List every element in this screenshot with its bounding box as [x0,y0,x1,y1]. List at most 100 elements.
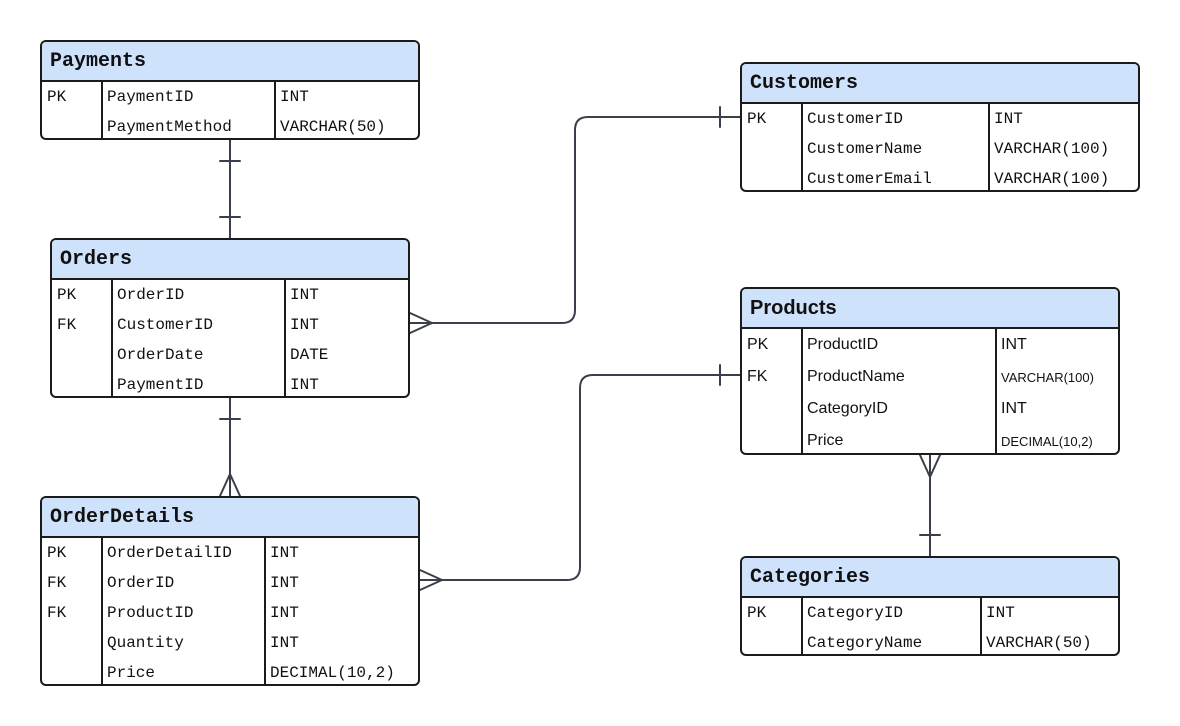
entity-row: FK OrderID INT [42,568,418,598]
column-name-cell: OrderDetailID [107,544,232,562]
column-type-cell: INT [280,88,309,106]
column-divider [801,329,803,453]
key-cell [52,370,112,396]
column-type-cell: INT [270,634,299,652]
key-cell: PK [47,88,67,106]
column-type-cell: DATE [290,346,329,364]
column-type-cell: INT [270,574,299,592]
key-cell: PK [747,604,767,622]
rel-products-orderdetails [419,364,741,591]
entity-row: Price DECIMAL(10,2) [42,658,418,684]
entity-row: PK CustomerID INT [742,104,1138,134]
entity-orders: Orders PK OrderID INT FK CustomerID INT OrderD… [50,238,410,398]
column-name-cell: CustomerEmail [807,170,932,188]
rel-customers-orders [409,106,741,334]
entity-title: OrderDetails [42,498,418,538]
column-name-cell: Price [107,664,156,682]
key-cell [742,393,802,425]
key-cell [742,134,802,164]
column-type-cell: DECIMAL(10,2) [1001,433,1093,449]
entity-row: OrderDate DATE [52,340,408,370]
column-name-cell: CustomerID [807,110,904,128]
key-cell: PK [47,544,67,562]
entity-row: CustomerName VARCHAR(100) [742,134,1138,164]
column-name-cell: Quantity [107,634,184,652]
entity-title: Orders [52,240,408,280]
column-name-cell: ProductID [807,336,879,353]
column-type-cell: INT [994,110,1023,128]
entity-row: FK ProductName VARCHAR(100) [742,361,1118,393]
column-type-cell: VARCHAR(50) [280,118,386,136]
column-divider [264,538,266,684]
column-divider [284,280,286,396]
column-name-cell: OrderDate [117,346,204,364]
column-type-cell: VARCHAR(100) [1001,369,1094,385]
column-type-cell: VARCHAR(100) [994,170,1110,188]
column-type-cell: VARCHAR(50) [986,634,1092,652]
entity-row: PK ProductID INT [742,329,1118,361]
entity-row: PK CategoryID INT [742,598,1118,628]
entity-title: Customers [742,64,1138,104]
column-divider [101,82,103,138]
column-name-cell: CustomerName [807,140,923,158]
column-type-cell: INT [290,376,319,394]
entity-orderdetails: OrderDetails PK OrderDetailID INT FK OrderID… [40,496,420,686]
rel-orders-orderdetails [219,397,241,497]
column-name-cell: OrderID [107,574,175,592]
key-cell [42,628,102,658]
key-cell: FK [57,316,77,334]
column-divider [801,104,803,190]
column-divider [111,280,113,396]
entity-row: Price DECIMAL(10,2) [742,425,1118,453]
entity-row: PK OrderID INT [52,280,408,310]
entity-row: PK PaymentID INT [42,82,418,112]
column-name-cell: CustomerID [117,316,214,334]
column-type-cell: INT [270,604,299,622]
column-type-cell: INT [1001,336,1027,353]
entity-row: CustomerEmail VARCHAR(100) [742,164,1138,190]
rel-payments-orders [219,139,241,239]
column-type-cell: INT [270,544,299,562]
key-cell: FK [747,368,768,385]
column-type-cell: DECIMAL(10,2) [270,664,395,682]
key-cell [742,425,802,453]
column-type-cell: INT [290,316,319,334]
column-divider [980,598,982,654]
key-cell: PK [747,336,769,353]
key-cell [742,628,802,654]
column-type-cell: INT [290,286,319,304]
entity-row: PK OrderDetailID INT [42,538,418,568]
key-cell: PK [57,286,77,304]
entity-row: FK ProductID INT [42,598,418,628]
column-divider [274,82,276,138]
entity-row: Quantity INT [42,628,418,658]
entity-row: FK CustomerID INT [52,310,408,340]
column-name-cell: ProductName [807,368,905,385]
column-type-cell: INT [986,604,1015,622]
column-name-cell: OrderID [117,286,185,304]
column-name-cell: Price [807,432,844,449]
key-cell: PK [747,110,767,128]
column-divider [801,598,803,654]
column-name-cell: CategoryID [807,400,888,417]
column-name-cell: ProductID [107,604,194,622]
entity-title: Categories [742,558,1118,598]
entity-rows: PK OrderID INT FK CustomerID INT OrderDate DATE… [52,280,408,396]
entity-title: Products [742,289,1118,329]
entity-title: Payments [42,42,418,82]
key-cell: FK [47,604,67,622]
key-cell: FK [47,574,67,592]
column-name-cell: PaymentID [107,88,194,106]
column-type-cell: VARCHAR(100) [994,140,1110,158]
column-name-cell: CategoryID [807,604,904,622]
